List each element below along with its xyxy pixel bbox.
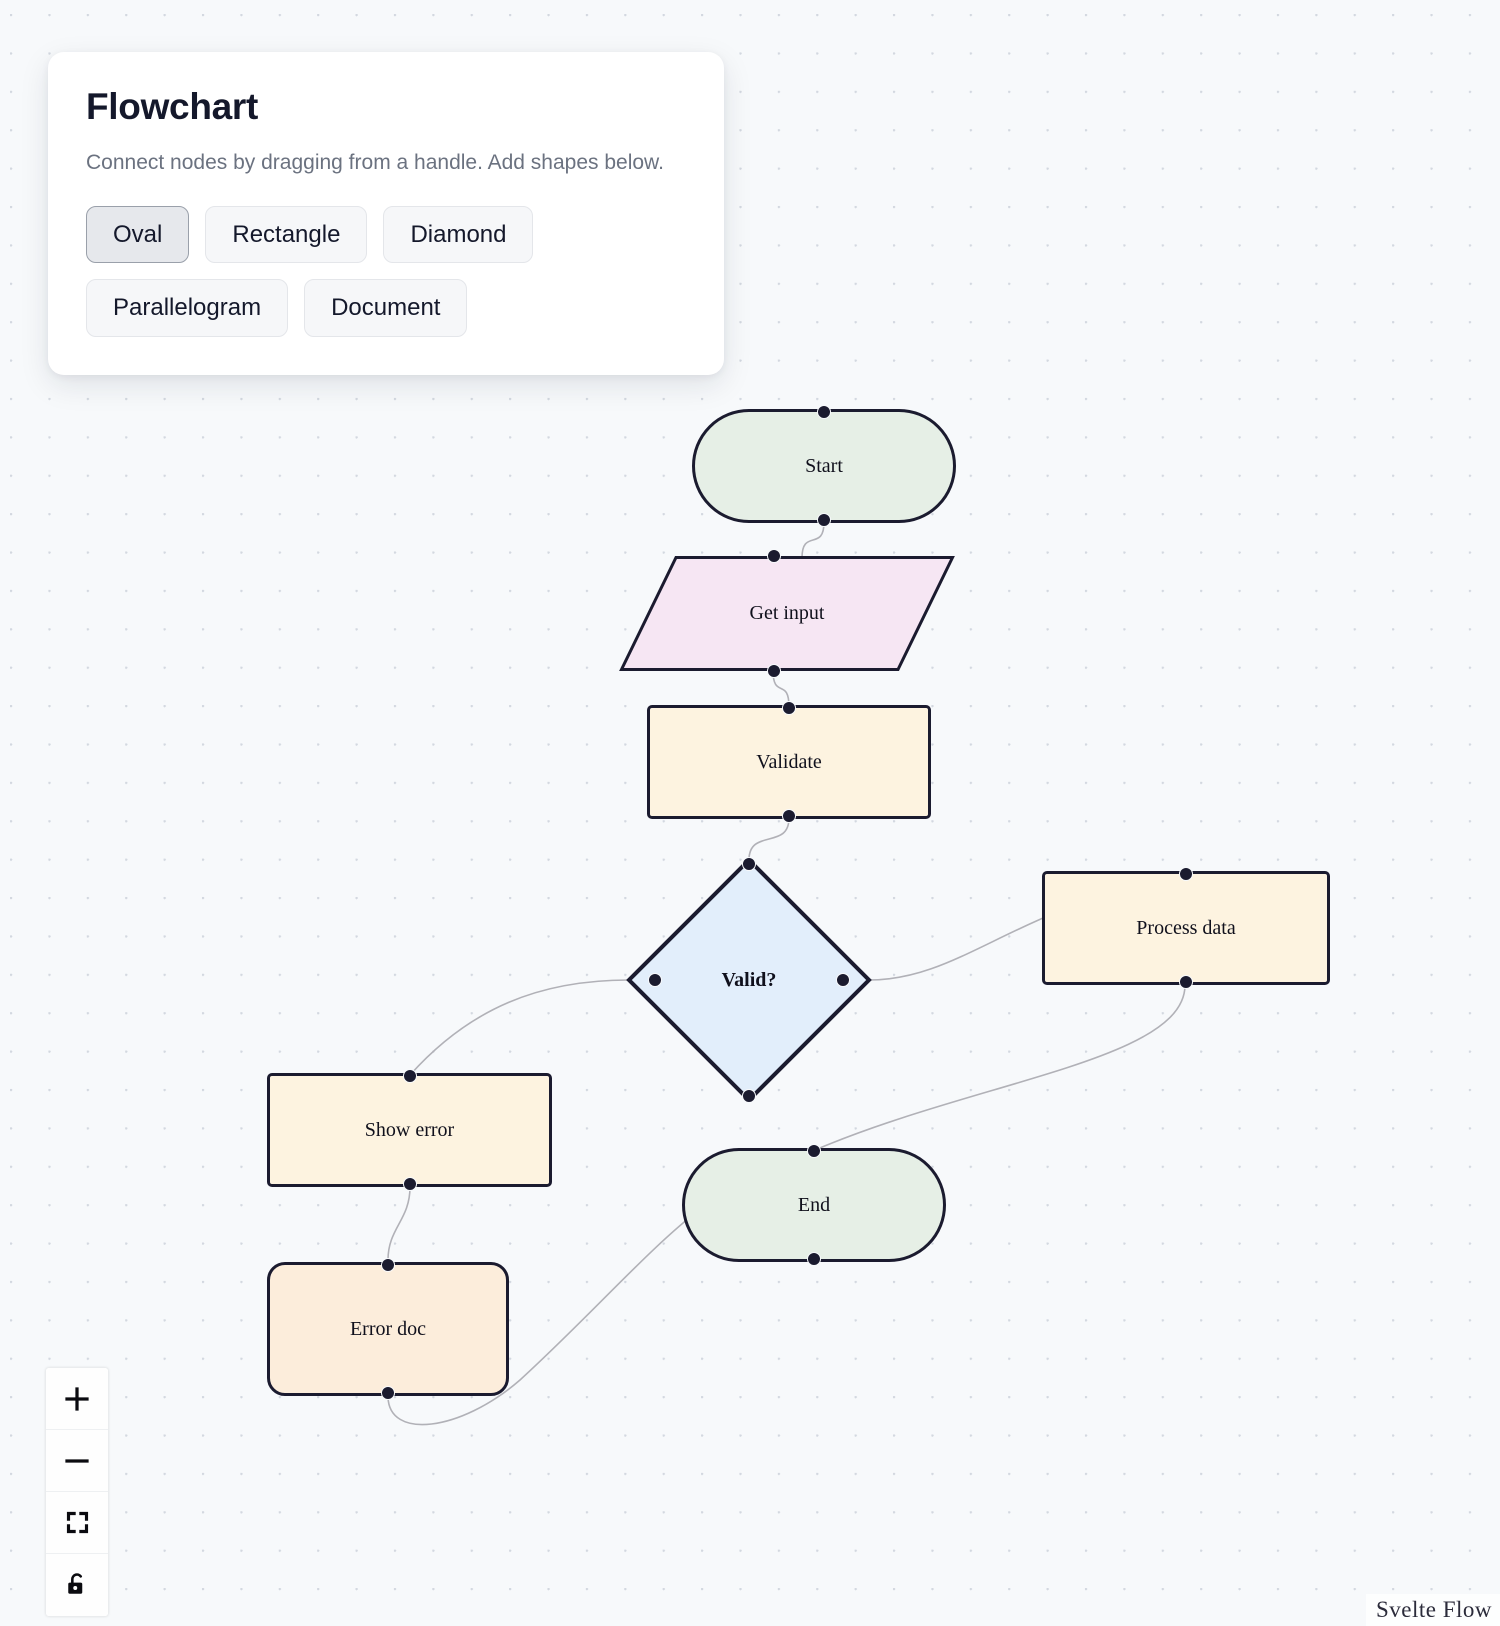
panel-description: Connect nodes by dragging from a handle.… (86, 151, 664, 174)
node-errdoc[interactable]: Error doc (267, 1258, 509, 1400)
node-label: Validate (756, 750, 822, 773)
node-start[interactable]: Start (692, 405, 956, 527)
attribution-label[interactable]: Svelte Flow (1365, 1594, 1500, 1626)
page-title: Flowchart (86, 86, 259, 127)
handle-bottom[interactable] (402, 1177, 417, 1191)
handle-left[interactable] (648, 973, 662, 987)
handle-bottom[interactable] (817, 513, 831, 527)
fit-view-button[interactable] (46, 1492, 108, 1554)
node-end[interactable]: End (682, 1144, 946, 1266)
handle-bottom[interactable] (807, 1252, 821, 1266)
handle-bottom[interactable] (742, 1089, 756, 1103)
handle-top[interactable] (402, 1069, 417, 1083)
node-error[interactable]: Show error (267, 1069, 552, 1191)
flowchart-panel: Flowchart Connect nodes by dragging from… (48, 52, 724, 375)
add-shape-oval-button[interactable]: Oval (86, 205, 190, 264)
handle-bottom[interactable] (381, 1386, 395, 1400)
handle-top[interactable] (381, 1258, 395, 1272)
handle-top[interactable] (817, 405, 831, 419)
parallelogram-shape (619, 556, 955, 671)
add-shape-document-button[interactable]: Document (304, 279, 468, 337)
handle-bottom[interactable] (766, 664, 781, 678)
handle-top[interactable] (766, 549, 781, 563)
node-input[interactable]: Get input (619, 549, 955, 678)
handle-bottom[interactable] (1179, 975, 1193, 989)
node-label: Start (805, 454, 843, 477)
handle-top[interactable] (742, 857, 756, 871)
handle-right[interactable] (836, 973, 850, 987)
handle-top[interactable] (782, 701, 796, 715)
canvas-controls (46, 1368, 108, 1616)
handle-bottom[interactable] (782, 809, 796, 823)
fit-view-icon (64, 1509, 91, 1536)
unlock-icon (63, 1571, 91, 1599)
node-validate[interactable]: Validate (647, 701, 931, 823)
node-valid[interactable]: Valid? (626, 857, 872, 1103)
minus-icon (62, 1446, 92, 1476)
node-label: Process data (1136, 916, 1236, 939)
plus-icon (62, 1384, 92, 1414)
toggle-interactivity-button[interactable] (46, 1554, 108, 1616)
add-shape-rectangle-button[interactable]: Rectangle (205, 205, 368, 264)
diamond-shape (626, 857, 872, 1103)
zoom-out-button[interactable] (46, 1430, 108, 1492)
node-label: End (797, 1193, 831, 1216)
node-label: Show error (364, 1118, 455, 1141)
add-shape-parallelogram-button[interactable]: Parallelogram (86, 279, 289, 337)
handle-top[interactable] (1179, 867, 1193, 881)
zoom-in-button[interactable] (46, 1368, 108, 1430)
handle-top[interactable] (807, 1144, 821, 1158)
node-process[interactable]: Process data (1042, 867, 1330, 989)
node-label: Error doc (349, 1317, 427, 1340)
add-shape-diamond-button[interactable]: Diamond (383, 205, 534, 264)
